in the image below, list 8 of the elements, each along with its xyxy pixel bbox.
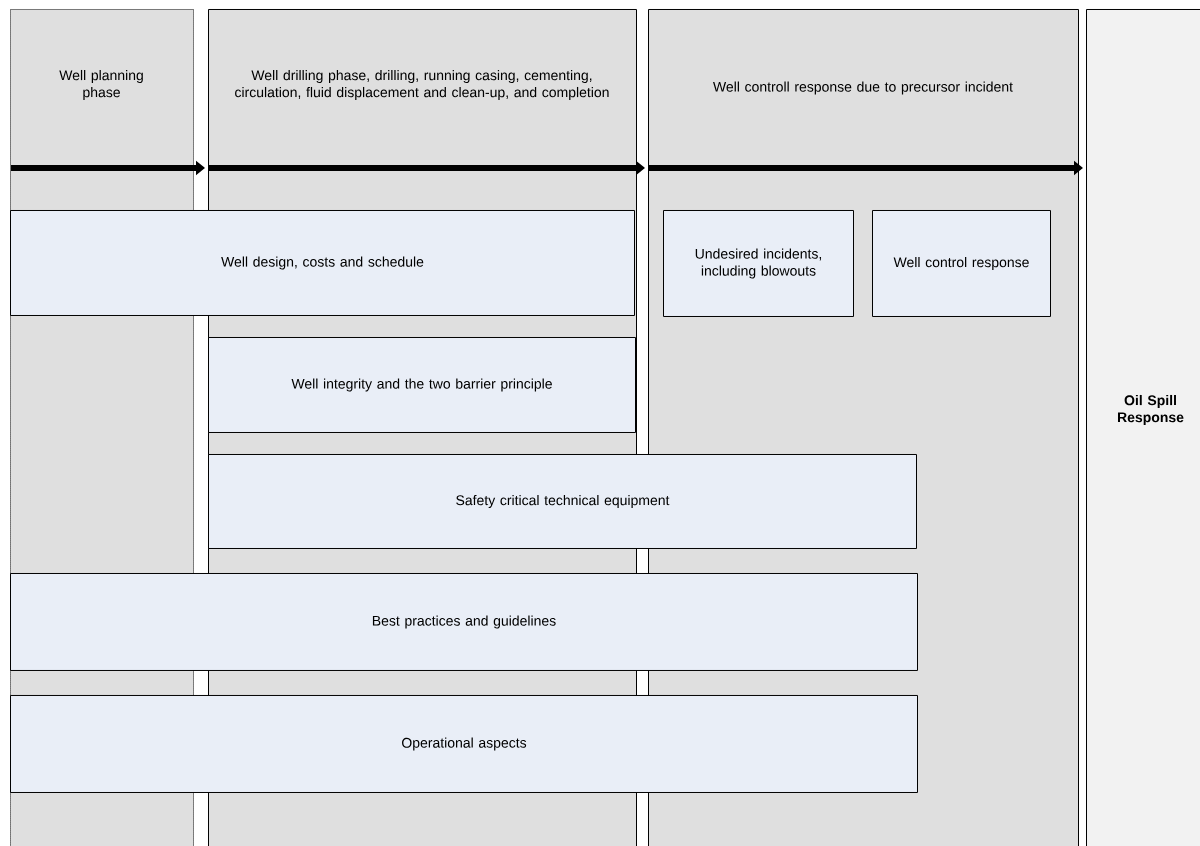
activity-box: Safety critical technical equipment <box>208 454 917 549</box>
step-box: Well integrity and the two barrier principle <box>208 337 636 433</box>
step-box: Well control response <box>872 210 1051 317</box>
step-box: Undesired incidents, including blowouts <box>663 210 854 317</box>
activity-box: Operational aspects <box>10 695 918 793</box>
activity-box: Well design, costs and schedule <box>10 210 635 316</box>
phase-column: Oil Spill Response <box>1086 9 1200 846</box>
activity-box: Best practices and guidelines <box>10 573 918 671</box>
